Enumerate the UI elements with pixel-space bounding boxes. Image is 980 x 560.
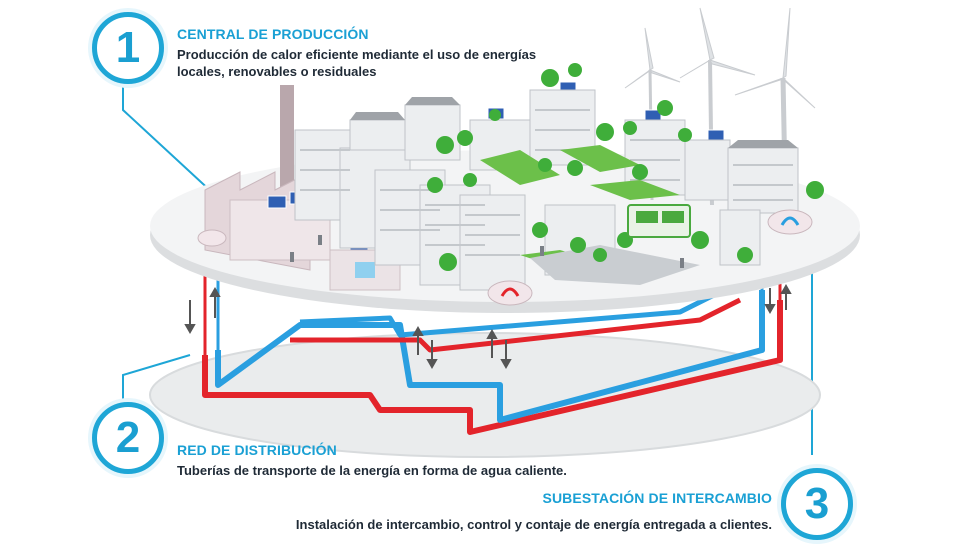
connector-line-1 (122, 75, 216, 196)
step-1-badge: 1 (92, 12, 164, 84)
flow-arrows (184, 283, 792, 370)
step-1-caption: CENTRAL DE PRODUCCIÓN Producción de calo… (177, 26, 537, 80)
person-icon (290, 235, 684, 268)
cold-pipe (215, 290, 765, 423)
substation-icon (197, 209, 813, 306)
building-roofs (350, 97, 798, 148)
distribution-network (202, 289, 783, 435)
cold-pipe-branch (299, 289, 722, 338)
underground-disc (150, 333, 820, 457)
bus-icon (627, 204, 691, 238)
step-1-title: CENTRAL DE PRODUCCIÓN (177, 26, 369, 42)
step-3-badge: 3 (781, 468, 853, 540)
hot-pipe (202, 300, 783, 435)
step-1-description: Producción de calor eficiente mediante e… (177, 47, 537, 79)
step-3-description-wrap: Instalación de intercambio, control y co… (210, 512, 772, 533)
step-3-caption: SUBESTACIÓN DE INTERCAMBIO (520, 490, 772, 506)
step-3-title: SUBESTACIÓN DE INTERCAMBIO (542, 490, 772, 506)
step-2-badge: 2 (92, 402, 164, 474)
step-3-description: Instalación de intercambio, control y co… (295, 517, 772, 532)
hot-pipe-branch (290, 297, 742, 353)
road (530, 245, 700, 285)
step-2-caption: RED DE DISTRIBUCIÓN Tuberías de transpor… (177, 442, 637, 479)
step-2-title: RED DE DISTRIBUCIÓN (177, 442, 337, 458)
step-2-description: Tuberías de transporte de la energía en … (177, 463, 567, 478)
